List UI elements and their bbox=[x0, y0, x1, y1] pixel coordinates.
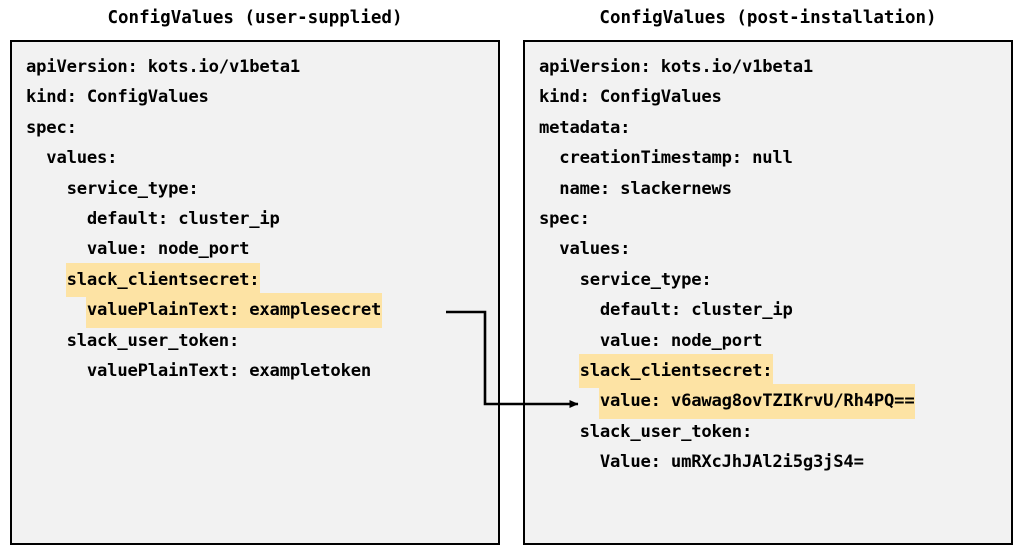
left-config-line-text: apiVersion: kots.io/v1beta1 bbox=[26, 57, 300, 77]
right-config-line: metadata: bbox=[525, 111, 1011, 141]
right-config-line: values: bbox=[525, 232, 1011, 262]
left-config-line-text: service_type: bbox=[66, 178, 199, 199]
left-config-line-text: valuePlainText: examplesecret bbox=[85, 293, 383, 328]
right-config-line: service_type: bbox=[525, 263, 1011, 293]
indent-space bbox=[25, 148, 45, 168]
left-config-line-text: slack_clientsecret: bbox=[65, 262, 261, 298]
right-config-line-text: slack_clientsecret: bbox=[578, 353, 774, 389]
right-config-line-text: value: v6awag8ovTZIKrvU/Rh4PQ== bbox=[598, 384, 916, 419]
right-config-line: creationTimestamp: null bbox=[525, 141, 1011, 171]
right-config-line: apiVersion: kots.io/v1beta1 bbox=[525, 50, 1011, 80]
indent-space bbox=[538, 239, 558, 259]
left-config-line-text: value: node_port bbox=[86, 239, 250, 260]
right-config-line: value: node_port bbox=[525, 324, 1011, 354]
right-config-line-text: values: bbox=[559, 239, 631, 260]
indent-space bbox=[538, 179, 558, 199]
right-config-line: default: cluster_ip bbox=[525, 293, 1011, 323]
left-config-line-text: slack_user_token: bbox=[66, 330, 240, 351]
right-config-line: kind: ConfigValues bbox=[525, 80, 1011, 110]
indent-space bbox=[538, 148, 558, 168]
right-config-line-text: apiVersion: kots.io/v1beta1 bbox=[539, 57, 813, 77]
right-config-line: Value: umRXcJhJAl2i5g3jS4= bbox=[525, 445, 1011, 475]
indent-space bbox=[25, 361, 86, 381]
indent-space bbox=[25, 209, 86, 229]
right-config-line: spec: bbox=[525, 202, 1011, 232]
right-config-line-text: creationTimestamp: null bbox=[559, 148, 793, 169]
right-config-line-text: default: cluster_ip bbox=[599, 300, 793, 321]
left-config-line: spec: bbox=[12, 111, 498, 141]
indent-space bbox=[538, 331, 599, 351]
right-config-line: name: slackernews bbox=[525, 172, 1011, 202]
indent-space bbox=[538, 422, 579, 442]
indent-space bbox=[538, 270, 579, 290]
left-config-line: apiVersion: kots.io/v1beta1 bbox=[12, 50, 498, 80]
right-config-values-code: apiVersion: kots.io/v1beta1 kind: ConfigV… bbox=[525, 50, 1011, 475]
left-config-line: kind: ConfigValues bbox=[12, 80, 498, 110]
right-panel-title: ConfigValues (post-installation) bbox=[599, 8, 937, 28]
right-config-line: slack_clientsecret: bbox=[525, 353, 1011, 389]
left-config-line-text: values: bbox=[46, 148, 118, 169]
right-config-line: slack_user_token: bbox=[525, 415, 1011, 445]
indent-space bbox=[25, 331, 66, 351]
left-config-line-text: valuePlainText: exampletoken bbox=[86, 360, 372, 381]
left-config-line: service_type: bbox=[12, 172, 498, 202]
left-config-line: slack_clientsecret: bbox=[12, 262, 498, 298]
right-config-line-text: value: node_port bbox=[599, 330, 763, 351]
indent-space bbox=[538, 361, 579, 381]
indent-space bbox=[25, 239, 86, 259]
left-config-line: value: node_port bbox=[12, 232, 498, 262]
left-config-line: default: cluster_ip bbox=[12, 202, 498, 232]
right-config-line-text: kind: ConfigValues bbox=[539, 87, 722, 108]
left-config-line: slack_user_token: bbox=[12, 324, 498, 354]
left-config-values-code: apiVersion: kots.io/v1beta1 kind: ConfigV… bbox=[12, 50, 498, 384]
left-config-line-text: default: cluster_ip bbox=[86, 208, 280, 229]
left-config-line: valuePlainText: exampletoken bbox=[12, 354, 498, 384]
right-config-line-text: spec: bbox=[539, 208, 590, 229]
indent-space bbox=[538, 391, 599, 411]
right-config-line-text: service_type: bbox=[579, 269, 712, 290]
indent-space bbox=[538, 300, 599, 320]
left-config-line-text: spec: bbox=[26, 117, 77, 138]
indent-space bbox=[25, 300, 86, 320]
right-config-line-text: name: slackernews bbox=[559, 178, 732, 199]
left-config-line: values: bbox=[12, 141, 498, 171]
indent-space bbox=[25, 270, 66, 290]
right-config-line-text: metadata: bbox=[539, 117, 631, 138]
right-config-values-panel: apiVersion: kots.io/v1beta1 kind: ConfigV… bbox=[523, 40, 1013, 545]
right-config-line-text: Value: umRXcJhJAl2i5g3jS4= bbox=[599, 452, 864, 473]
right-config-line: value: v6awag8ovTZIKrvU/Rh4PQ== bbox=[525, 384, 1011, 419]
left-config-line-text: kind: ConfigValues bbox=[26, 87, 209, 108]
left-panel-title: ConfigValues (user-supplied) bbox=[107, 8, 403, 28]
indent-space bbox=[25, 179, 66, 199]
left-config-values-panel: apiVersion: kots.io/v1beta1 kind: ConfigV… bbox=[10, 40, 500, 545]
right-config-line-text: slack_user_token: bbox=[579, 421, 753, 442]
left-config-line: valuePlainText: examplesecret bbox=[12, 293, 498, 328]
indent-space bbox=[538, 452, 599, 472]
